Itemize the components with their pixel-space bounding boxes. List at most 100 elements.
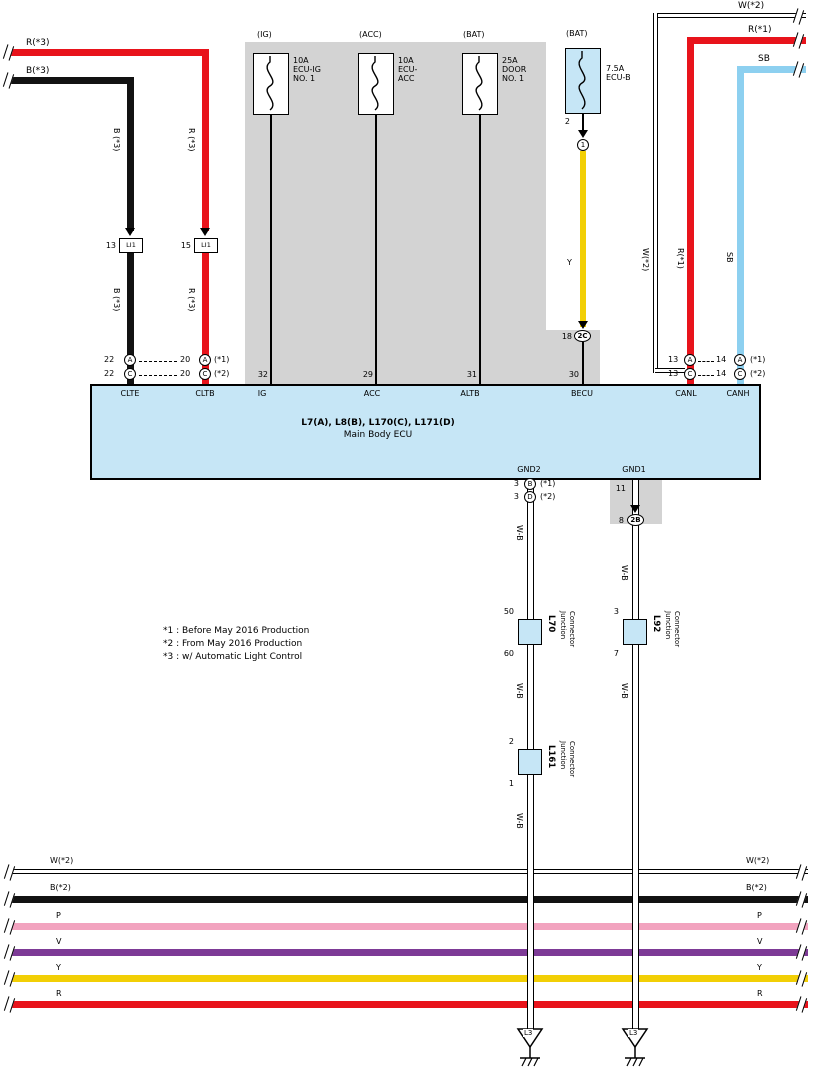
bundle-wire-label: V xyxy=(757,937,763,946)
white-wire-bend xyxy=(655,368,685,373)
bundle-wire-label: W(*2) xyxy=(50,856,74,865)
connector-letter: A xyxy=(734,354,746,366)
wire-color-label: W-B xyxy=(515,813,524,829)
pin-number: 22 xyxy=(104,369,115,378)
terminal-2b: 2B xyxy=(627,514,644,526)
skyblue-wire-vertical xyxy=(737,66,744,384)
connector-letter: D xyxy=(524,491,536,503)
pin-number: 13 xyxy=(668,369,679,378)
fuse-symbol-icon xyxy=(371,56,379,111)
production-note: (*1) xyxy=(214,355,230,364)
bundle-wire-label: V xyxy=(56,937,62,946)
junction-type: Junction xyxy=(559,741,567,770)
pin-number: 14 xyxy=(716,369,727,378)
fuse-tag: (BAT) xyxy=(566,29,588,38)
junction-connector-l92 xyxy=(623,619,647,645)
junction-id: L161 xyxy=(546,745,556,769)
junction-type: Connector xyxy=(568,741,576,778)
red-wire-vertical xyxy=(202,49,209,231)
ecu-pin-name: IG xyxy=(257,389,267,398)
black-wire-horizontal xyxy=(10,77,134,84)
wb-ground-wire xyxy=(632,480,639,1030)
pin-number: 7 xyxy=(613,649,619,658)
fuse-ecu-b xyxy=(565,48,601,114)
production-note: (*1) xyxy=(540,479,556,488)
pin-number: 13 xyxy=(668,355,679,364)
junction-connector-l161 xyxy=(518,749,542,775)
bundle-wire-label: W(*2) xyxy=(746,856,770,865)
fuse-symbol-icon xyxy=(475,56,483,111)
wire-color-label: Y xyxy=(567,258,572,267)
fuse-wire xyxy=(375,115,377,384)
fuse-desc: 25A DOOR NO. 1 xyxy=(502,56,527,84)
wire-color-label: SB xyxy=(725,252,734,263)
note-line: *3 : w/ Automatic Light Control xyxy=(163,652,303,662)
ecu-pin-name: ALTB xyxy=(460,389,480,398)
production-note: (*2) xyxy=(214,369,230,378)
terminal-2c: 2C xyxy=(574,330,591,342)
pin-number: 2 xyxy=(564,117,570,126)
ecu-pin-name: CANH xyxy=(726,389,750,398)
connector-letter: A xyxy=(684,354,696,366)
pin-number: 20 xyxy=(180,355,191,364)
ground-id: L3 xyxy=(523,1029,534,1038)
fuse-wire xyxy=(582,342,584,384)
wire-color-label: W-B xyxy=(620,565,629,581)
fuse-symbol-icon xyxy=(578,51,586,110)
wire-label: R(*3) xyxy=(26,38,50,48)
note-line: *1 : Before May 2016 Production xyxy=(163,626,310,636)
dashed-link xyxy=(139,361,177,362)
pin-number: 14 xyxy=(716,355,727,364)
bundle-wire-violet xyxy=(8,949,808,956)
bundle-wire-label: B(*2) xyxy=(50,883,71,892)
fuse-wire xyxy=(270,115,272,384)
black-wire-vertical xyxy=(127,77,134,231)
pin-number: 18 xyxy=(561,332,572,341)
ecu-pin-name: CLTE xyxy=(120,389,140,398)
pin-number: 11 xyxy=(615,484,626,493)
ecu-pin-name: ACC xyxy=(363,389,381,398)
bundle-wire-pink xyxy=(8,923,808,930)
bundle-wire-label: R xyxy=(757,989,763,998)
pin-number: 3 xyxy=(513,479,519,488)
pin-number: 32 xyxy=(257,370,268,379)
red-wire-vertical xyxy=(202,253,209,384)
connector-letter: C xyxy=(199,368,211,380)
arrow-down-icon xyxy=(125,228,135,236)
ecu-title: L7(A), L8(B), L170(C), L171(D) xyxy=(301,418,455,428)
wire-color-label: W-B xyxy=(515,525,524,541)
pin-number: 13 xyxy=(105,241,116,250)
wire-color-label: B (*3) xyxy=(112,128,121,152)
connector-letter: B xyxy=(524,478,536,490)
pin-number: 3 xyxy=(613,607,619,616)
ground-id: L3 xyxy=(628,1029,639,1038)
pin-number: 29 xyxy=(362,370,373,379)
wire-color-label: R (*3) xyxy=(187,128,196,152)
connector-letter: A xyxy=(199,354,211,366)
ecu-pin-name: CANL xyxy=(675,389,697,398)
fuse-tag: (ACC) xyxy=(359,30,382,39)
wire-color-label: R (*3) xyxy=(187,288,196,312)
connector-letter: C xyxy=(684,368,696,380)
ecu-subtitle: Main Body ECU xyxy=(343,430,413,440)
fuse-tag: (IG) xyxy=(257,30,272,39)
arrow-down-icon xyxy=(200,228,210,236)
wire-color-label: W-B xyxy=(620,683,629,699)
fuse-acc xyxy=(358,53,394,115)
bundle-wire-label: Y xyxy=(56,963,61,972)
fuse-desc: 10A ECU-IG NO. 1 xyxy=(293,56,321,84)
red-wire-horizontal xyxy=(690,37,806,44)
wire-label: B(*3) xyxy=(26,66,50,76)
dashed-link xyxy=(139,375,177,376)
connector-letter: C xyxy=(124,368,136,380)
gnd1-label: GND1 xyxy=(622,465,646,474)
junction-type: Connector xyxy=(673,611,681,648)
production-note: (*2) xyxy=(750,369,766,378)
fuse-desc: 10A ECU- ACC xyxy=(398,56,418,84)
junction-type: Junction xyxy=(559,611,567,640)
junction-connector-l70 xyxy=(518,619,542,645)
pin-number: 2 xyxy=(508,737,514,746)
wire-label: R(*1) xyxy=(748,25,772,35)
red-wire-vertical xyxy=(687,37,694,384)
